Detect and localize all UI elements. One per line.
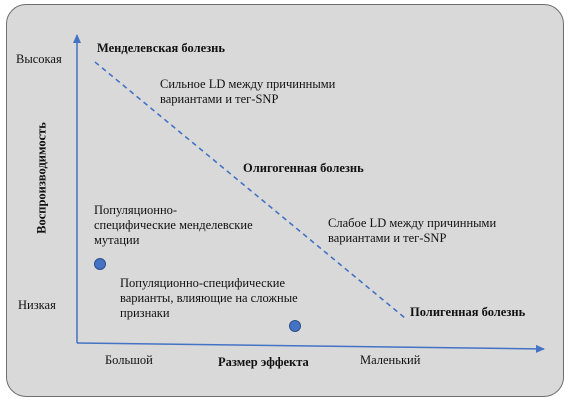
population-mendelian-line-3: мутации <box>94 233 140 247</box>
dot-population-complex <box>289 320 301 332</box>
x-axis-line <box>76 342 545 353</box>
weak-ld-line-1: Слабое LD между причинными <box>328 216 497 230</box>
population-complex-line-3: признаки <box>120 306 170 320</box>
population-mendelian-line-1: Популяционно- <box>94 203 178 217</box>
oligogenic-disease-label: Олигогенная болезнь <box>243 161 364 175</box>
population-mendelian-line-2: специфические менделевские <box>94 218 253 232</box>
population-complex-line-2: варианты, влияющие на сложные <box>120 291 298 305</box>
y-low-label: Низкая <box>18 298 56 312</box>
y-axis-title: Воспроизводимость <box>34 122 49 234</box>
x-big-label: Большой <box>105 353 153 367</box>
polygenic-disease-label: Полигенная болезнь <box>410 305 526 319</box>
y-high-label: Высокая <box>16 52 62 66</box>
weak-ld-text: Слабое LD между причинными вариантами и … <box>328 216 496 246</box>
strong-ld-text: Сильное LD между причинными вариантами и… <box>160 77 335 107</box>
population-complex-text: Популяционно-специфические варианты, вли… <box>120 276 298 321</box>
diagonal-dashed-line <box>94 61 406 319</box>
diagram-panel <box>6 4 564 397</box>
strong-ld-line-1: Сильное LD между причинными <box>160 77 336 91</box>
dot-population-mendelian <box>94 258 106 270</box>
x-small-label: Маленький <box>360 353 421 367</box>
population-complex-line-1: Популяционно-специфические <box>120 276 286 290</box>
x-axis-title: Размер эффекта <box>218 355 309 369</box>
mendelian-disease-label: Менделевская болезнь <box>97 41 225 55</box>
population-mendelian-text: Популяционно- специфические менделевские… <box>94 203 253 248</box>
strong-ld-line-2: вариантами и тег-SNP <box>160 92 279 106</box>
weak-ld-line-2: вариантами и тег-SNP <box>328 231 447 245</box>
